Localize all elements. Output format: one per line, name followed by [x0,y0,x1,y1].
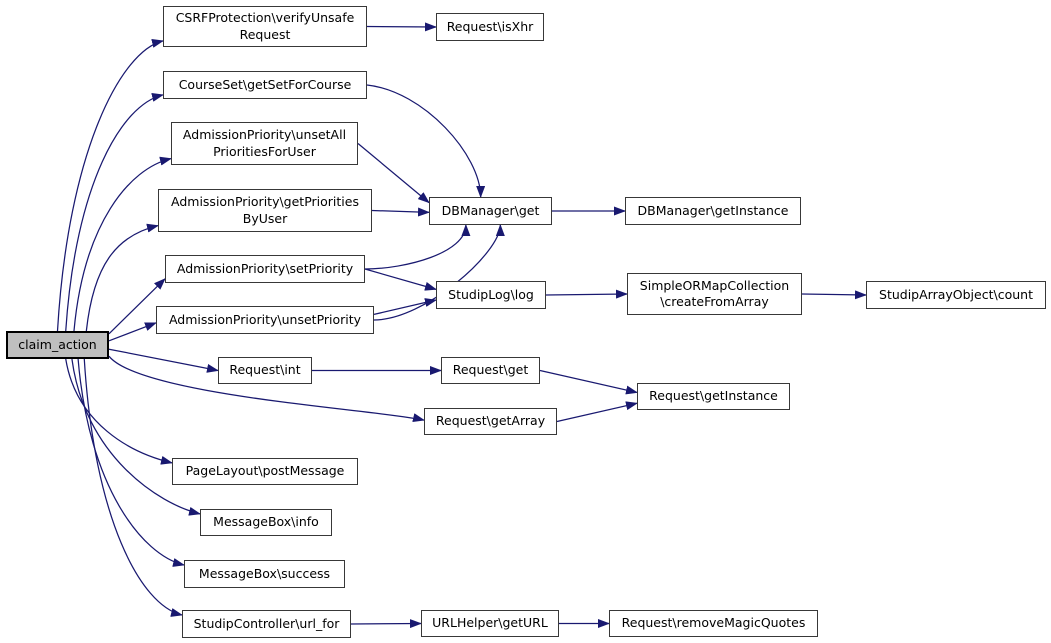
edge-claim_action-msginfo [71,358,201,516]
edge-courseset-dbget [366,84,486,198]
node-urlhelper-geturl[interactable]: URLHelper\getURL [421,610,559,637]
edge-claim_action-reqint [108,348,219,373]
edge-reqget-reqgetinstance [539,369,638,395]
node-admissionpriority-setpriority[interactable]: AdmissionPriority\setPriority [165,255,365,283]
edge-unsetpriority-studiplog [373,298,437,316]
node-simpleormapcollection-createfromarray[interactable]: SimpleORMapCollection \createFromArray [627,273,802,315]
node-admissionpriority-unsetallprioritiesforuser[interactable]: AdmissionPriority\unsetAll PrioritiesFor… [171,122,358,165]
edge-urlfor-geturl [350,619,422,629]
edge-claim_action-unsetpriority [108,322,157,342]
node-studiplog-log[interactable]: StudipLog\log [436,281,546,309]
node-courseset-getsetforcourse[interactable]: CourseSet\getSetForCourse [163,71,367,99]
edge-claim_action-csrf [56,39,164,332]
node-studipcontroller-url-for[interactable]: StudipController\url_for [182,610,351,638]
node-claim-action: claim_action [6,331,109,359]
edge-claim_action-msgsuccess [77,358,185,567]
edge-setpriority-dbget [364,224,471,270]
node-request-getarray[interactable]: Request\getArray [424,408,557,435]
node-request-removemagicquotes[interactable]: Request\removeMagicQuotes [609,610,818,637]
edge-studiplog-simpleormap [545,289,628,299]
edge-claim_action-getpriorities [85,223,159,332]
edge-claim_action-postmessage [65,358,173,465]
edge-reqgetarray-reqgetinstance [556,401,638,423]
edge-simpleormap-arraycount [801,290,867,300]
edge-claim_action-courseset [65,92,164,332]
node-request-get[interactable]: Request\get [441,357,540,384]
edge-getpriorities-dbget [371,207,430,217]
node-messagebox-success[interactable]: MessageBox\success [184,560,345,588]
node-request-int[interactable]: Request\int [218,357,312,384]
node-messagebox-info[interactable]: MessageBox\info [200,509,332,536]
edge-setpriority-studiplog [364,268,437,291]
edge-csrf-isxhr [366,22,437,32]
node-request-isxhr[interactable]: Request\isXhr [436,13,544,41]
node-csrfprotection-verifyunsaferequest[interactable]: CSRFProtection\verifyUnsafe Request [163,6,367,47]
edge-claim_action-urlfor [83,358,183,617]
node-admissionpriority-getprioritiesbyuser[interactable]: AdmissionPriority\getPriorities ByUser [158,189,372,232]
node-request-getinstance[interactable]: Request\getInstance [637,383,790,410]
node-admissionpriority-unsetpriority[interactable]: AdmissionPriority\unsetPriority [156,306,374,334]
node-dbmanager-getinstance[interactable]: DBManager\getInstance [625,197,801,225]
node-studiparrayobject-count[interactable]: StudipArrayObject\count [866,281,1046,309]
node-dbmanager-get[interactable]: DBManager\get [429,197,552,225]
node-pagelayout-postmessage[interactable]: PageLayout\postMessage [172,458,358,485]
